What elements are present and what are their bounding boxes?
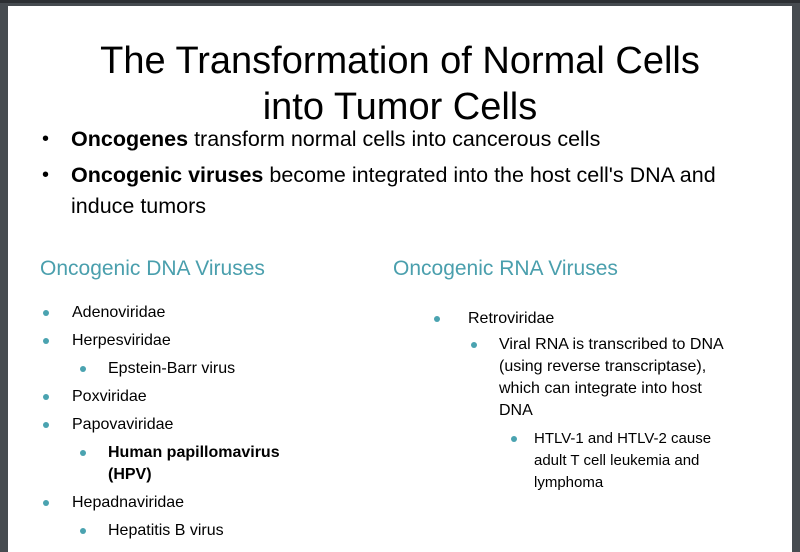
list-item: Epstein-Barr virus — [42, 358, 342, 380]
bullet-bold-term: Oncogenic viruses — [71, 163, 264, 187]
list-item: Herpesviridae — [42, 330, 342, 352]
main-bullet-list: • Oncogenes transform normal cells into … — [40, 124, 770, 227]
rna-virus-list: Retroviridae Viral RNA is transcribed to… — [426, 308, 746, 500]
bullet-icon — [80, 528, 86, 534]
bullet-icon — [471, 342, 477, 348]
bullet-icon — [43, 338, 49, 344]
bullet-icon — [434, 316, 440, 322]
rna-viruses-heading: Oncogenic RNA Viruses — [393, 257, 618, 280]
list-item: Papovaviridae — [42, 414, 342, 436]
bullet-icon — [43, 394, 49, 400]
dna-viruses-heading: Oncogenic DNA Viruses — [40, 257, 265, 280]
bullet-icon — [43, 310, 49, 316]
window-top-bar — [0, 0, 800, 3]
bullet-icon — [80, 366, 86, 372]
bullet-icon: • — [42, 128, 50, 150]
bullet-icon — [43, 422, 49, 428]
bullet-icon — [80, 450, 86, 456]
bullet-icon — [511, 436, 517, 442]
list-item: Hepadnaviridae — [42, 492, 342, 514]
slide: The Transformation of Normal Cells into … — [8, 6, 792, 552]
bullet-text: transform normal cells into cancerous ce… — [188, 127, 601, 151]
dna-virus-list: Adenoviridae Herpesviridae Epstein-Barr … — [42, 302, 342, 548]
bullet-bold-term: Oncogenes — [71, 127, 189, 151]
title-line-2: into Tumor Cells — [262, 86, 538, 128]
list-item: HTLV-1 and HTLV-2 cause adult T cell leu… — [426, 428, 729, 494]
main-bullet: • Oncogenic viruses become integrated in… — [40, 160, 770, 222]
bullet-icon: • — [42, 164, 50, 186]
list-item: Adenoviridae — [42, 302, 342, 324]
list-item: Poxviridae — [42, 386, 342, 408]
main-bullet: • Oncogenes transform normal cells into … — [40, 124, 770, 155]
slide-title: The Transformation of Normal Cells into … — [8, 36, 792, 132]
list-item: Retroviridae — [426, 308, 746, 330]
list-item: Hepatitis B virus — [42, 520, 342, 542]
bullet-icon — [43, 500, 49, 506]
bullet-text: become integrated into the host cell's D… — [71, 163, 716, 218]
title-line-1: The Transformation of Normal Cells — [100, 40, 700, 82]
list-item: Human papillomavirus (HPV) — [42, 442, 342, 486]
list-item: Viral RNA is transcribed to DNA (using r… — [426, 334, 729, 422]
